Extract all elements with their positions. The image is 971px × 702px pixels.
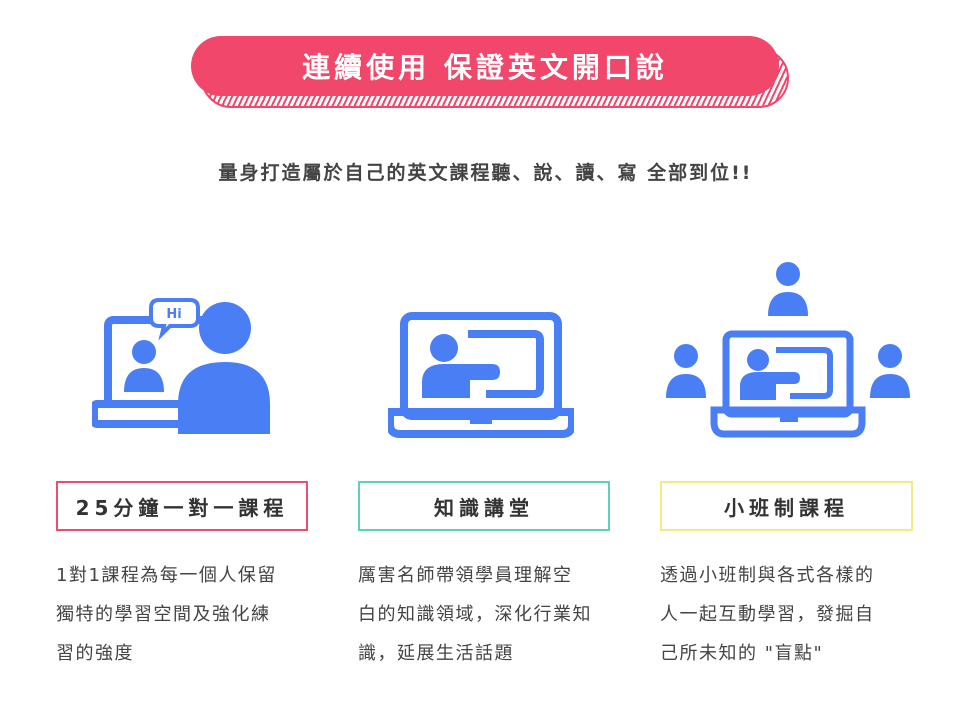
speech-bubble-icon: Hi: [149, 298, 200, 341]
description-line: 獨特的學習空間及強化練: [56, 604, 271, 625]
description-line: 己所未知的 "盲點": [660, 643, 824, 664]
description-line: 白的知識領域，深化行業知: [358, 604, 592, 625]
description-line: 透過小班制與各式各樣的: [660, 565, 875, 586]
page-title: 連續使用 保證英文開口說: [302, 51, 668, 84]
feature-label-knowledge-hall: 知識講堂: [358, 481, 610, 531]
description-line: 1對1課程為每一個人保留: [56, 565, 277, 586]
small-group-class-icon: [666, 262, 910, 438]
description-line: 人一起互動學習，發掘自: [660, 604, 875, 625]
page-subtitle: 量身打造屬於自己的英文課程聽、說、讀、寫 全部到位!!: [218, 162, 753, 184]
description-line: 習的強度: [56, 643, 134, 664]
feature-description-knowledge-hall: 厲害名師帶領學員理解空 白的知識領域，深化行業知 識，延展生活話題: [358, 556, 592, 673]
feature-label-small-class: 小班制課程: [660, 481, 913, 531]
speech-bubble-text: Hi: [166, 307, 181, 322]
description-line: 厲害名師帶領學員理解空: [358, 565, 573, 586]
feature-description-small-class: 透過小班制與各式各樣的 人一起互動學習，發掘自 己所未知的 "盲點": [660, 556, 875, 673]
header-banner: 連續使用 保證英文開口說: [191, 36, 791, 112]
one-on-one-video-call-icon: Hi: [92, 298, 270, 434]
banner-pill: 連續使用 保證英文開口說: [191, 36, 779, 96]
description-line: 識，延展生活話題: [358, 643, 514, 664]
laptop-lecture-icon: [388, 312, 574, 438]
feature-description-one-on-one: 1對1課程為每一個人保留 獨特的學習空間及強化練 習的強度: [56, 556, 277, 673]
feature-label-one-on-one: 25分鐘一對一課程: [56, 481, 308, 531]
